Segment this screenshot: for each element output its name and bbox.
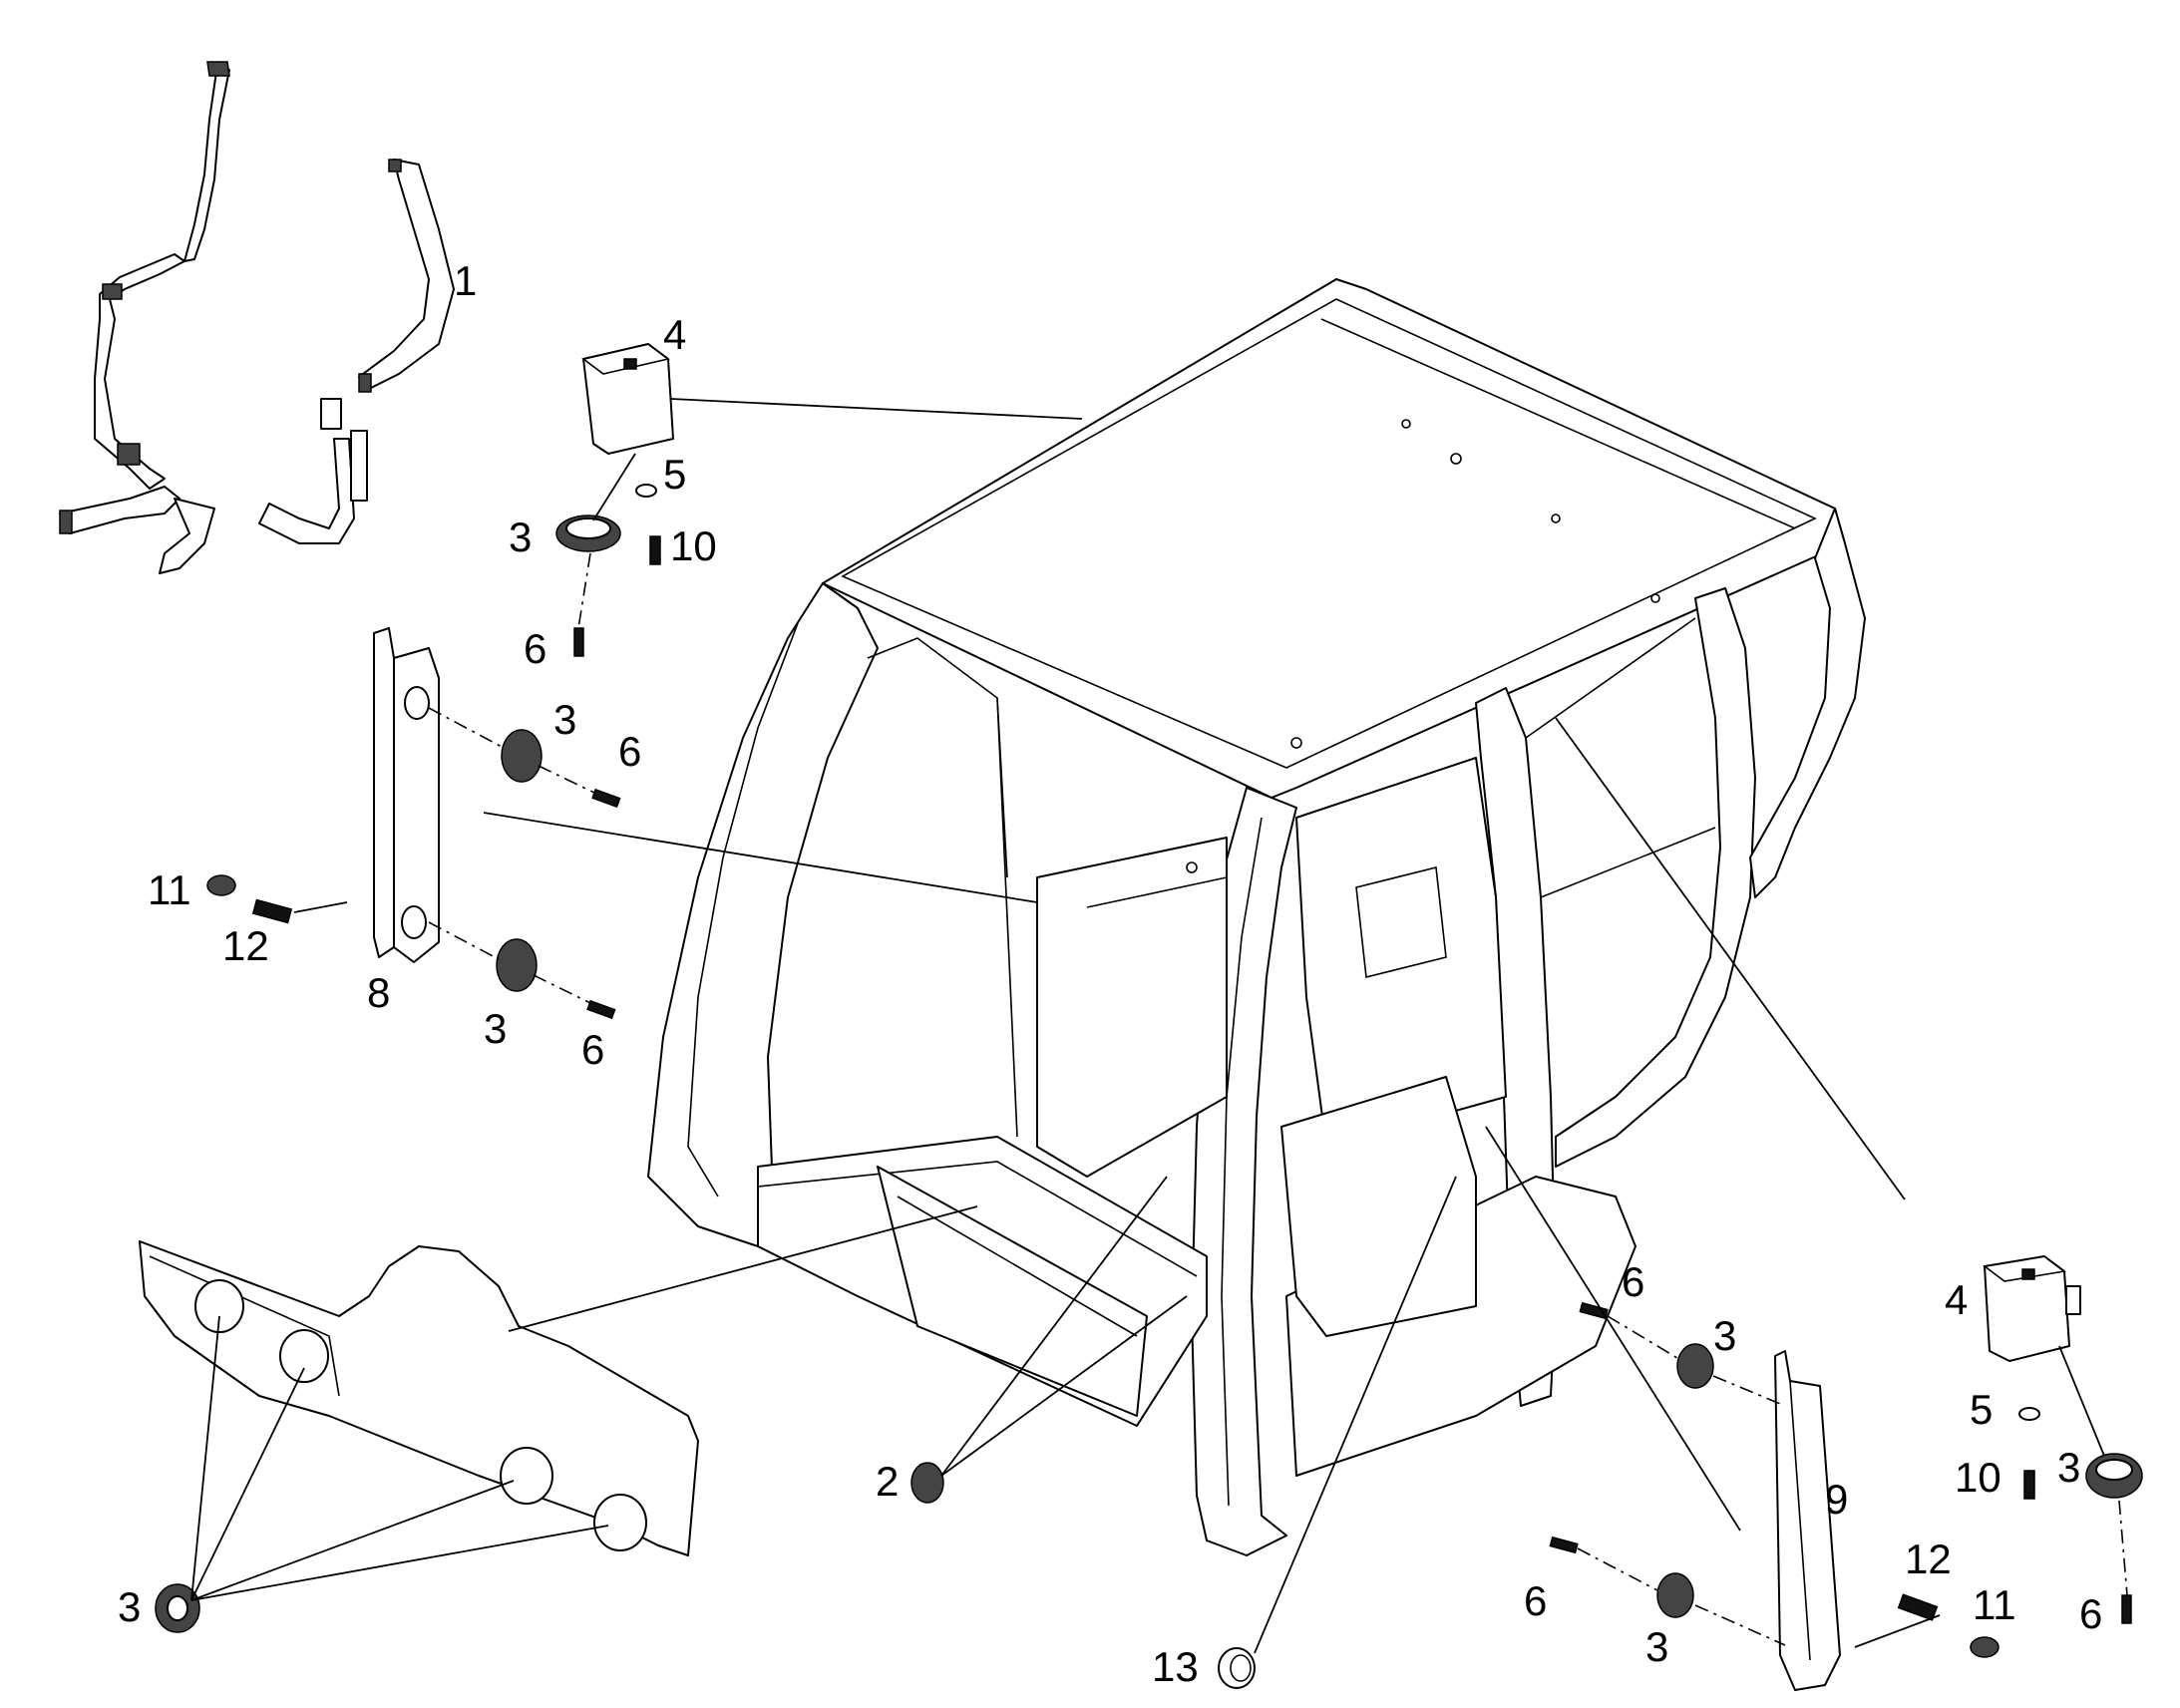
callout-3: 3 xyxy=(553,696,576,743)
callout-11: 11 xyxy=(1973,1581,2016,1628)
callout-8: 8 xyxy=(367,969,390,1016)
screw-10-upper xyxy=(649,535,661,565)
callout-3: 3 xyxy=(484,1005,507,1052)
screw-6-duct-bottom xyxy=(586,999,616,1020)
callout-6: 6 xyxy=(524,625,546,672)
callout-12: 12 xyxy=(1905,1536,1952,1582)
screw-6-right-bottom xyxy=(1549,1536,1579,1554)
callout-13: 13 xyxy=(1152,1643,1199,1690)
heater-hoses xyxy=(59,61,455,574)
callout-6: 6 xyxy=(618,728,641,775)
callout-2: 2 xyxy=(876,1458,899,1505)
screw-10-right xyxy=(2023,1470,2035,1500)
callout-10: 10 xyxy=(670,522,717,569)
washer-5-right xyxy=(2018,1407,2040,1421)
callout-3: 3 xyxy=(2057,1444,2080,1491)
washer-11-left xyxy=(206,874,236,896)
washer-11-right xyxy=(1970,1636,1999,1658)
grommet-13 xyxy=(1218,1647,1256,1689)
air-duct-8 xyxy=(373,627,440,963)
vent-grille-3-right-bottom xyxy=(1656,1572,1694,1618)
callout-12: 12 xyxy=(222,922,269,969)
washer-5-upper xyxy=(635,484,657,498)
callout-labels: 1 4 5 3 10 6 3 6 11 12 8 3 6 2 3 13 6 3 … xyxy=(118,257,2102,1690)
callout-3: 3 xyxy=(1645,1623,1668,1670)
callout-6: 6 xyxy=(1524,1577,1547,1624)
callout-6: 6 xyxy=(1622,1258,1644,1305)
callout-5: 5 xyxy=(1970,1386,1993,1433)
screw-6-upper xyxy=(573,627,584,657)
vent-grille-3-dash xyxy=(155,1583,200,1633)
callout-11: 11 xyxy=(148,866,191,913)
duct-box-right xyxy=(1983,1255,2081,1362)
grommet-2 xyxy=(910,1462,944,1504)
callout-4: 4 xyxy=(663,311,686,358)
vent-grille-3-right-box xyxy=(2085,1453,2143,1499)
callout-3: 3 xyxy=(1713,1312,1736,1359)
vent-grille-3-upper xyxy=(555,514,621,552)
callout-6: 6 xyxy=(2079,1590,2102,1637)
screw-6-right-top xyxy=(1579,1301,1609,1320)
callout-3: 3 xyxy=(118,1583,141,1630)
vent-grille-3-right-top xyxy=(1676,1343,1714,1389)
screw-6-right-box xyxy=(2121,1594,2132,1624)
cab-assembly xyxy=(647,278,1866,1556)
callout-9: 9 xyxy=(1825,1476,1848,1523)
callout-4: 4 xyxy=(1945,1276,1968,1323)
callout-1: 1 xyxy=(454,257,477,304)
dashboard-duct xyxy=(139,1240,699,1556)
callout-6: 6 xyxy=(581,1026,604,1073)
leader-lines xyxy=(190,398,2128,1654)
callout-3: 3 xyxy=(509,513,532,560)
vent-grille-3-duct-bottom xyxy=(496,938,538,992)
screw-6-duct-top xyxy=(591,788,621,809)
callout-10: 10 xyxy=(1955,1454,2001,1501)
duct-box-upper xyxy=(581,343,674,455)
bolt-12-left xyxy=(251,898,293,924)
callout-5: 5 xyxy=(663,451,686,498)
vent-grille-3-duct-top xyxy=(501,729,543,783)
air-duct-9 xyxy=(1774,1350,1841,1691)
bolt-12-right xyxy=(1897,1593,1939,1621)
